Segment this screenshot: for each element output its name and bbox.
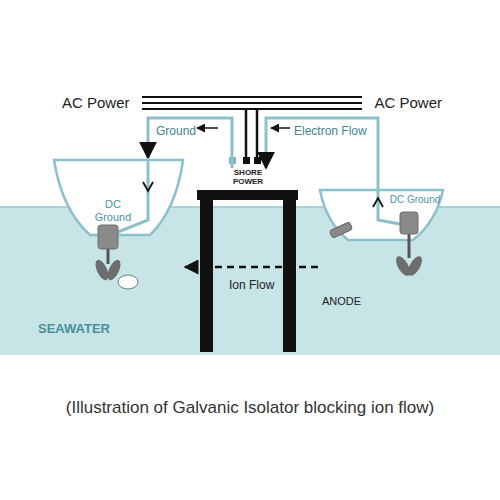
label-holder: AC Power xyxy=(62,94,140,112)
node-label: DC Ground xyxy=(386,194,444,206)
caption: (Illustration of Galvanic Isolator block… xyxy=(66,398,435,417)
flow-arrow xyxy=(373,198,383,207)
pier-piling xyxy=(200,190,213,352)
prop-shaft xyxy=(408,234,411,258)
rudder xyxy=(118,275,138,289)
anode-block xyxy=(329,222,352,239)
node-label: SHORE POWER xyxy=(228,168,268,186)
boat-drawing xyxy=(52,158,185,300)
shore-power-pedestal: SHORE POWER xyxy=(228,168,268,188)
power-line xyxy=(142,96,362,98)
boat-drawing xyxy=(318,160,445,288)
prop-shaft xyxy=(107,248,110,264)
label-holder: SEAWATER xyxy=(38,319,148,337)
node-label: DC Ground xyxy=(92,198,134,224)
flow-label: Ground xyxy=(156,124,196,138)
flow-label: Ion Flow xyxy=(229,278,274,292)
power-feed xyxy=(256,109,259,160)
propeller-blade xyxy=(405,254,425,278)
boat-hull: DC Ground xyxy=(318,160,445,288)
power-label: AC Power xyxy=(374,94,442,111)
flow-arrow xyxy=(197,127,218,129)
edge-label-holder: Electron Flow xyxy=(294,121,367,139)
dc-ground-unit xyxy=(98,225,118,249)
hull-outline xyxy=(320,190,443,240)
power-line xyxy=(142,108,362,110)
connector xyxy=(266,118,378,168)
region-label: SEAWATER xyxy=(38,321,110,336)
flow-label: Electron Flow xyxy=(294,124,367,138)
power-line xyxy=(142,102,362,104)
ground-wire xyxy=(378,160,400,224)
flow-arrow xyxy=(143,182,153,191)
pier-piling xyxy=(283,190,296,352)
outlet-pin xyxy=(243,157,250,164)
power-label: AC Power xyxy=(62,94,130,111)
boat-hull: DC Ground xyxy=(52,158,185,300)
connector xyxy=(185,266,318,269)
caption-holder: (Illustration of Galvanic Isolator block… xyxy=(0,398,500,418)
edge-label-holder: Ion Flow xyxy=(229,275,274,293)
edge-label-holder: Ground xyxy=(156,121,196,139)
dc-ground-unit xyxy=(400,212,418,234)
power-feed xyxy=(245,109,248,160)
label-holder: AC Power xyxy=(364,94,442,112)
label-holder: ANODE xyxy=(322,291,382,309)
part-label: ANODE xyxy=(322,295,361,307)
flow-arrow xyxy=(271,127,290,129)
hull-outline xyxy=(54,160,183,235)
outlet-pin xyxy=(254,157,261,164)
